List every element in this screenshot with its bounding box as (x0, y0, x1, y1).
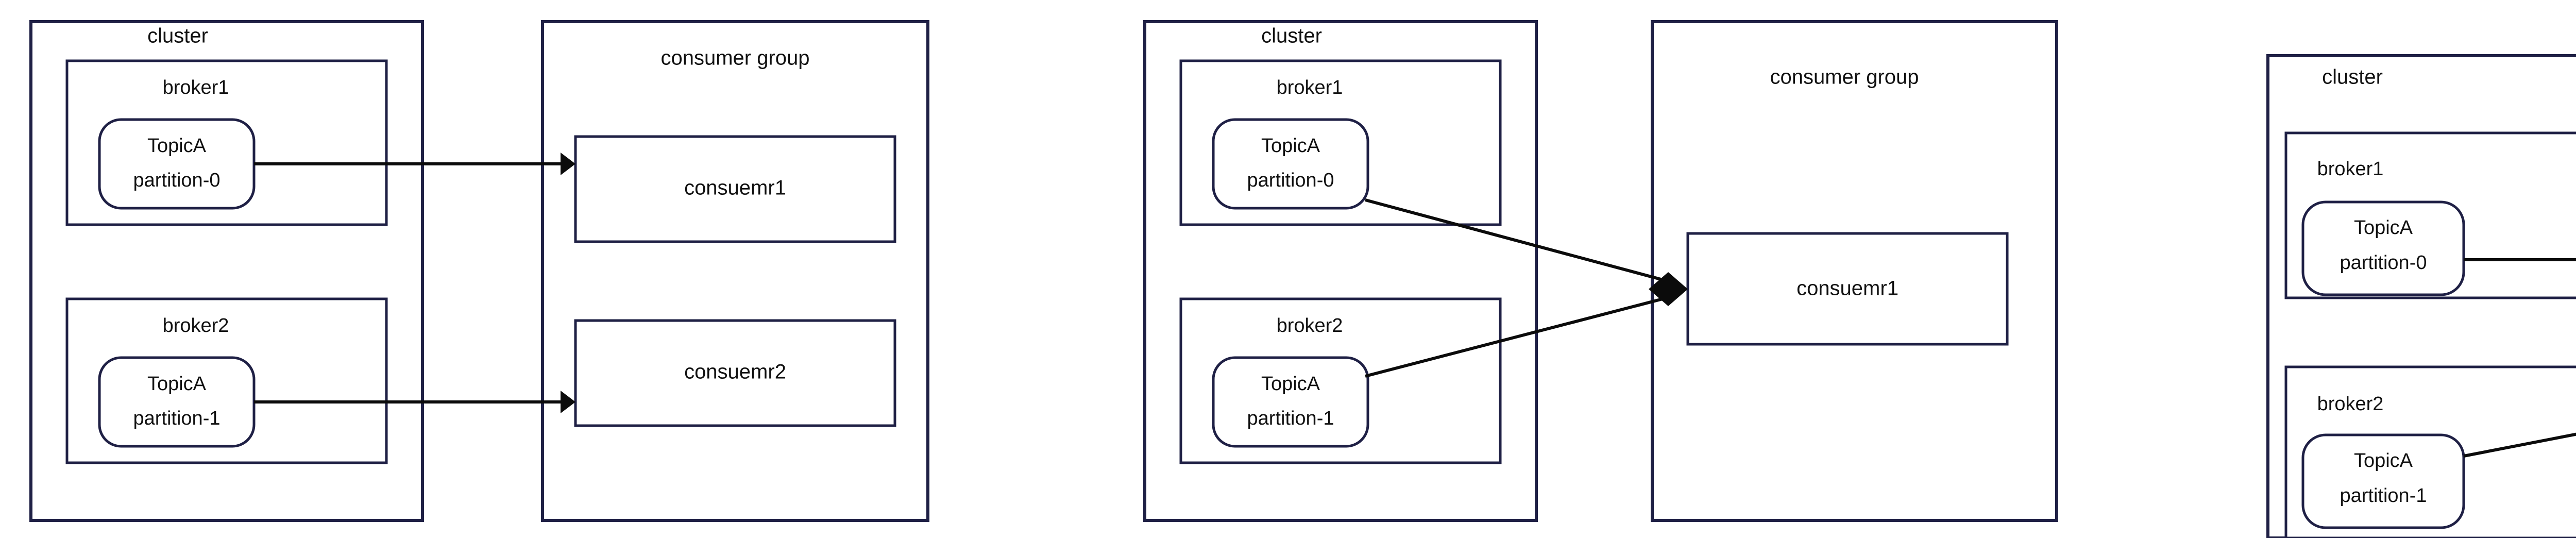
partition-id-1: partition-0 (133, 170, 221, 191)
connector-arrowhead-p0-to-c1 (561, 153, 575, 175)
connector-line-p0-to-c1 (1365, 198, 1667, 282)
consumer-label-2: consuemr2 (684, 361, 786, 383)
consumer-group-label: consumer group (1770, 66, 1919, 89)
broker-label-1: broker1 (163, 77, 229, 98)
consumer-box-2[interactable] (574, 319, 896, 427)
panel-3: cluster broker1 TopicA partition-0 broke… (2266, 54, 2576, 538)
partition-topic-2: TopicA (147, 373, 207, 395)
connector-diamondhead-to-c1 (1649, 272, 1688, 306)
broker-label-2: broker2 (1277, 315, 1343, 337)
consumer-group-label: consumer group (660, 47, 809, 70)
broker-label-1: broker1 (1277, 77, 1343, 98)
cluster-label: cluster (147, 25, 208, 47)
partition-topic-1: TopicA (147, 135, 207, 157)
consumer-label-1: consuemr1 (1797, 277, 1899, 300)
partition-topic-1: TopicA (2354, 217, 2413, 239)
partition-id-2: partition-1 (2340, 485, 2427, 507)
partition-pill-2 (1212, 356, 1369, 448)
consumer-group-box (541, 20, 929, 522)
partition-pill-1 (1212, 118, 1369, 210)
broker-label-2: broker2 (163, 315, 229, 337)
partition-topic-2: TopicA (2354, 450, 2413, 472)
partition-id-1: partition-0 (1247, 170, 1334, 191)
consumer-box-1[interactable] (1686, 232, 2009, 346)
panel-1: cluster broker1 TopicA partition-0 broke… (29, 20, 929, 522)
cluster-label: cluster (1261, 25, 1322, 47)
connector-arrowhead-p1-to-c2 (561, 391, 575, 413)
consumer-label-1: consuemr1 (684, 177, 786, 199)
connector-line-p1-to-c1 (1365, 296, 1667, 378)
partition-pill-1 (98, 118, 256, 210)
broker-label-2: broker2 (2317, 393, 2384, 415)
partition-id-2: partition-1 (1247, 408, 1334, 429)
consumer-box-1[interactable] (574, 135, 896, 243)
partition-id-2: partition-1 (133, 408, 221, 429)
partition-pill-2 (98, 356, 256, 448)
broker-label-1: broker1 (2317, 158, 2384, 180)
partition-pill-2 (2301, 433, 2465, 529)
cluster-label: cluster (2322, 66, 2383, 89)
partition-topic-1: TopicA (1261, 135, 1320, 157)
panel-2: cluster broker1 TopicA partition-0 broke… (1143, 20, 2058, 522)
partition-topic-2: TopicA (1261, 373, 1320, 395)
partition-id-1: partition-0 (2340, 252, 2427, 274)
connector-line-p1-to-c2 (2463, 432, 2576, 458)
partition-pill-1 (2301, 200, 2465, 296)
